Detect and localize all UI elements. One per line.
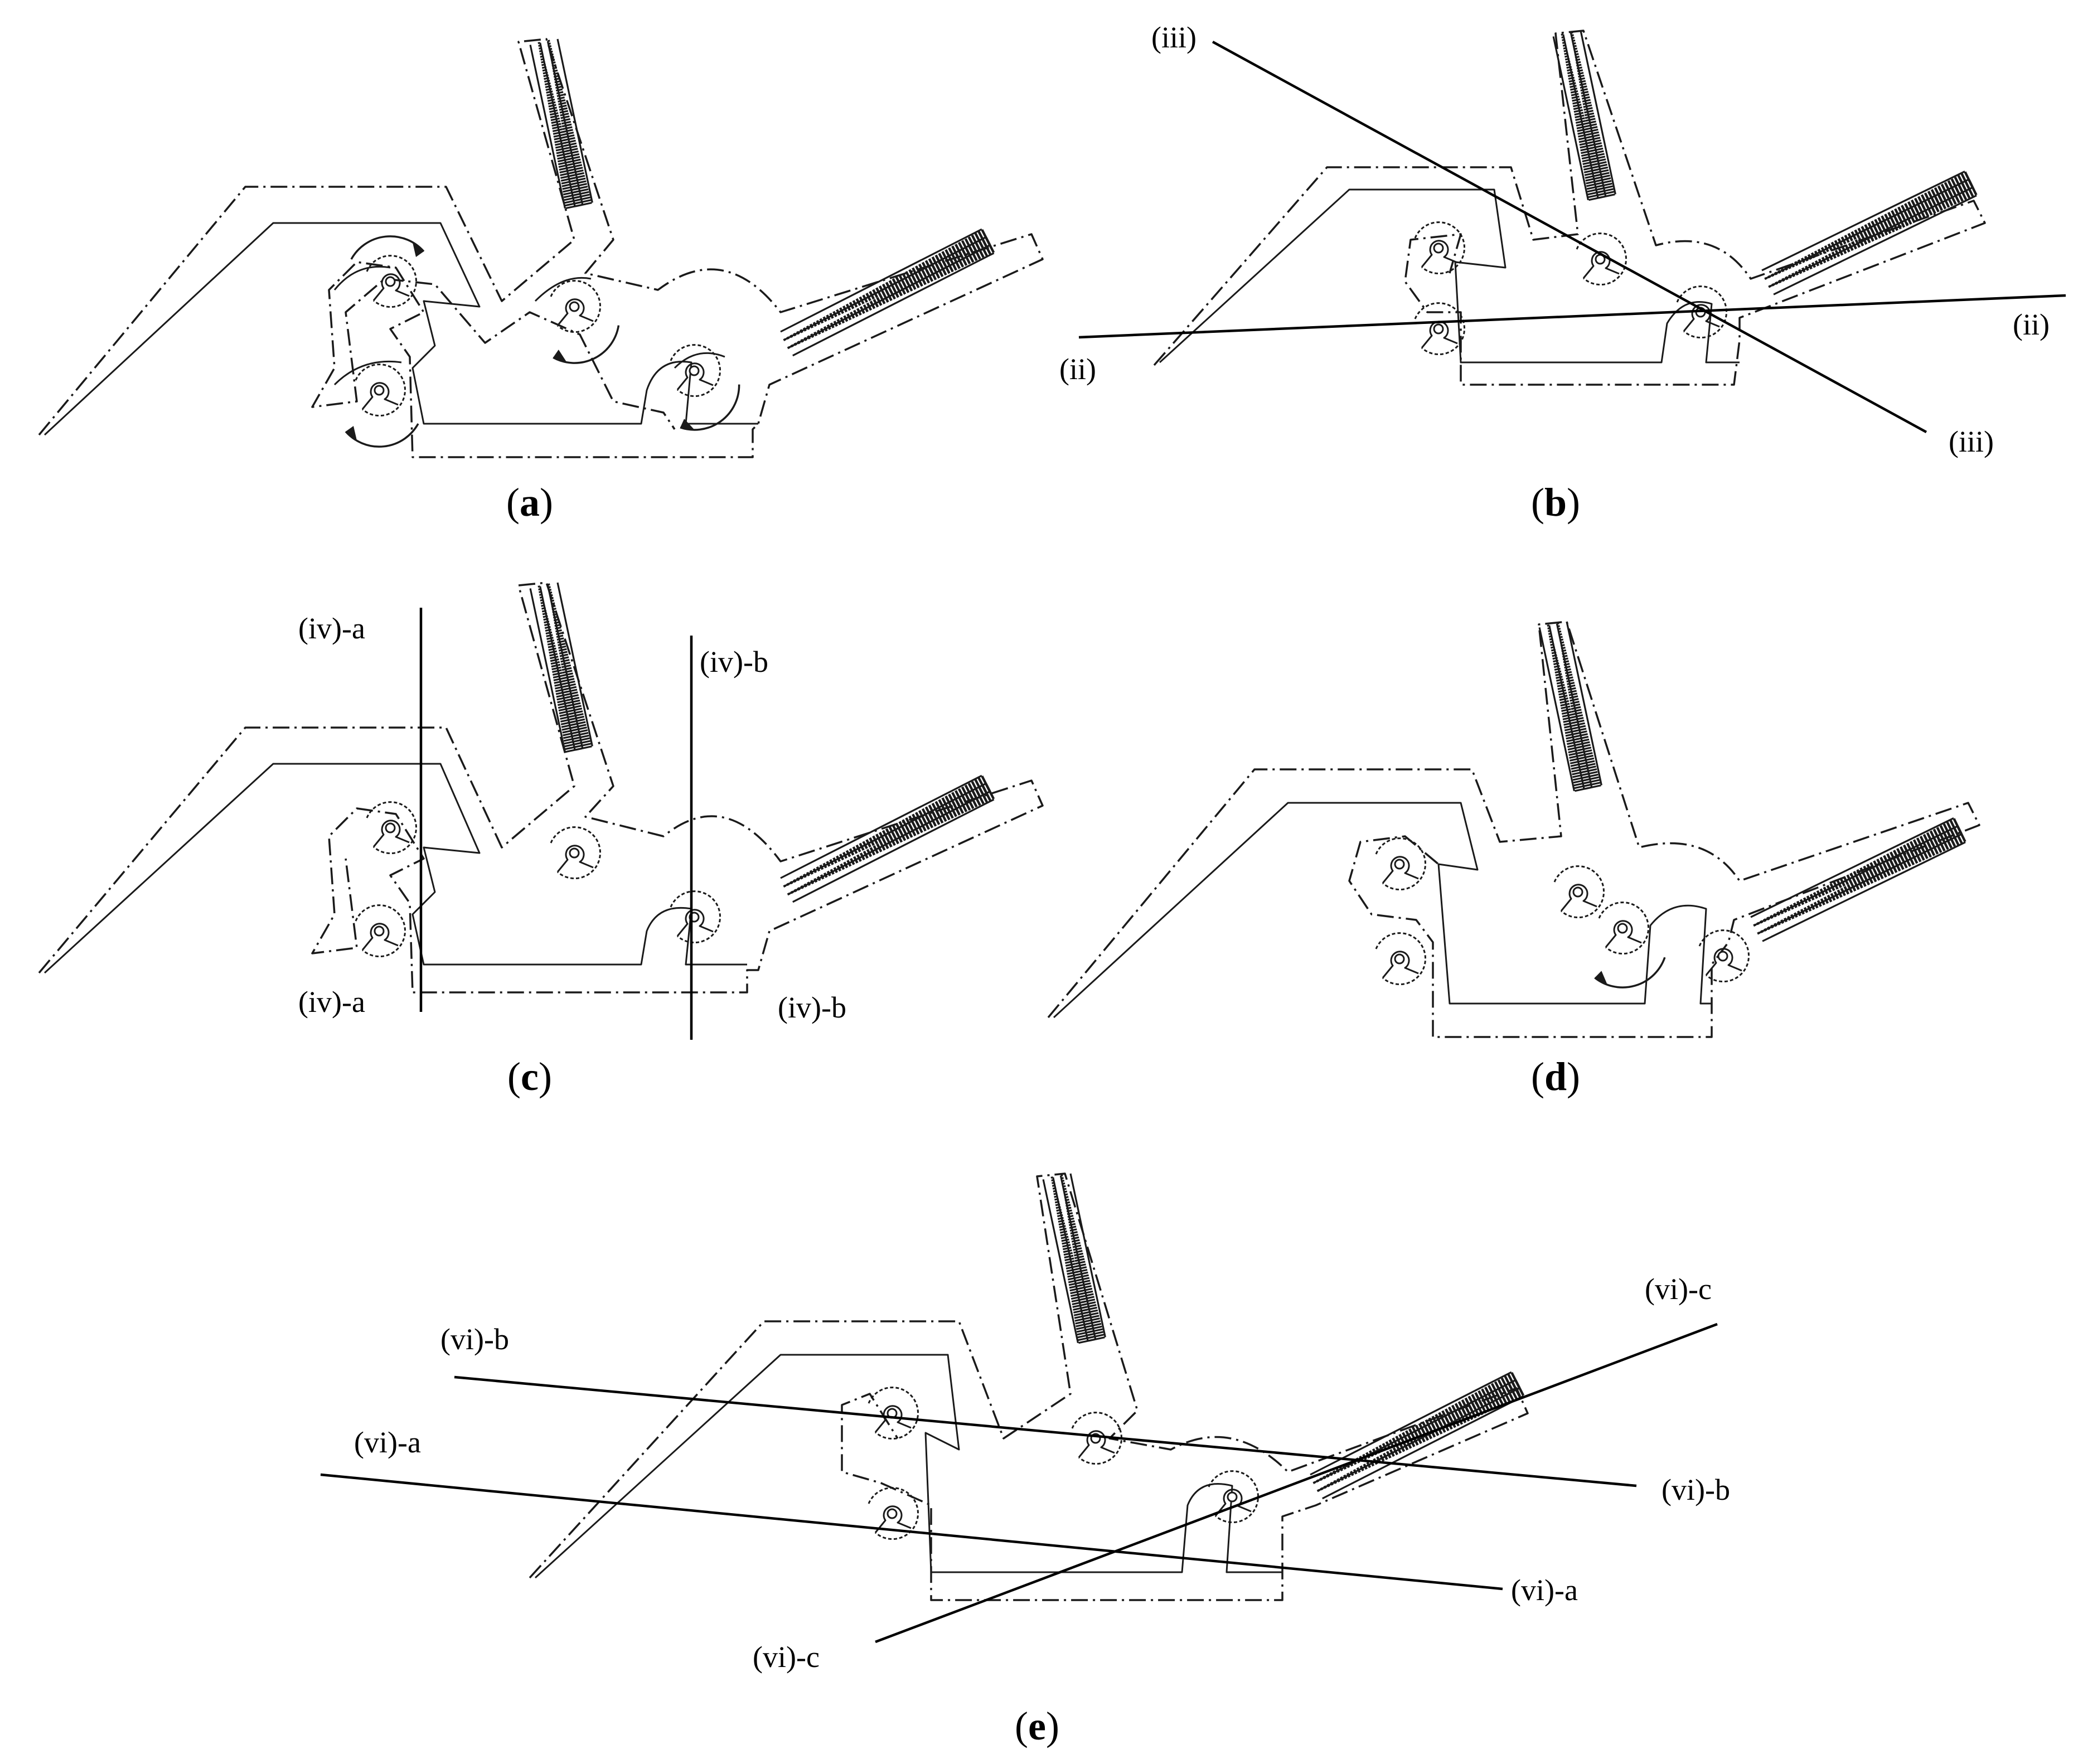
mechanism-body [529, 1172, 1529, 1601]
cut-label-iv-a-start: (iv)-a [298, 612, 365, 645]
cut-label-ii-start: (ii) [1059, 352, 1096, 386]
cut-line-vi-a: (vi)-a (vi)-a [320, 1426, 1578, 1607]
caption-b: (b) [1531, 480, 1580, 525]
panel-b: (b) [1153, 30, 1986, 525]
cut-line-iii: (iii) (iii) [1151, 21, 1994, 458]
cut-label-vi-c-start: (vi)-c [753, 1640, 820, 1674]
cut-label-iv-a-end: (iv)-a [298, 985, 365, 1019]
cut-label-vi-c-end: (vi)-c [1645, 1272, 1712, 1306]
bristle-comb-upper [1042, 1172, 1106, 1344]
cut-line-ii: (ii) (ii) [1059, 294, 2066, 386]
cut-line-vi-c: (vi)-c (vi)-c [753, 1272, 1718, 1674]
caption-d: (d) [1531, 1054, 1580, 1099]
cut-line-iv-b: (iv)-b (iv)-b [690, 636, 846, 1040]
bristle-comb-upper [529, 581, 593, 753]
bristle-comb-right [781, 229, 994, 356]
hinge-knuckles [355, 801, 721, 958]
rotation-arrow-icon [1592, 956, 1670, 994]
cut-label-ii-end: (ii) [2013, 308, 2050, 341]
bristle-comb-right [1310, 1372, 1524, 1499]
caption-e: (e) [1015, 1704, 1059, 1748]
cut-line-iv-a: (iv)-a (iv)-a [298, 608, 423, 1019]
panel-a: (a) [38, 38, 1044, 525]
bristle-comb-upper [529, 38, 593, 210]
mechanism-body [38, 581, 1044, 994]
mechanism-body [38, 38, 1044, 458]
cut-label-iv-b-end: (iv)-b [778, 991, 846, 1024]
rotation-arrow-icon [345, 235, 752, 448]
panel-e: (e) [529, 1172, 1529, 1748]
cut-label-iv-b-start: (iv)-b [700, 645, 768, 679]
caption-c: (c) [507, 1054, 552, 1099]
bristle-comb-right [1762, 171, 1977, 294]
cut-label-iii-end: (iii) [1949, 425, 1994, 458]
cut-label-vi-a-end: (vi)-a [1511, 1573, 1578, 1607]
cut-line-vi-b: (vi)-b (vi)-b [440, 1322, 1730, 1506]
bristle-comb-upper [1538, 621, 1602, 792]
panel-d: (d) [1047, 621, 1980, 1099]
cut-label-vi-b-end: (vi)-b [1662, 1473, 1730, 1506]
caption-a: (a) [506, 480, 553, 525]
cut-label-iii-start: (iii) [1151, 21, 1197, 54]
cut-label-vi-b-start: (vi)-b [440, 1322, 509, 1356]
bristle-comb-right [1751, 818, 1965, 941]
mechanism-body [1047, 621, 1980, 1038]
cut-label-vi-a-start: (vi)-a [354, 1426, 421, 1459]
panel-c: (c) [38, 581, 1044, 1099]
bristle-comb-right [781, 776, 994, 902]
bristle-comb-upper [1552, 30, 1616, 201]
